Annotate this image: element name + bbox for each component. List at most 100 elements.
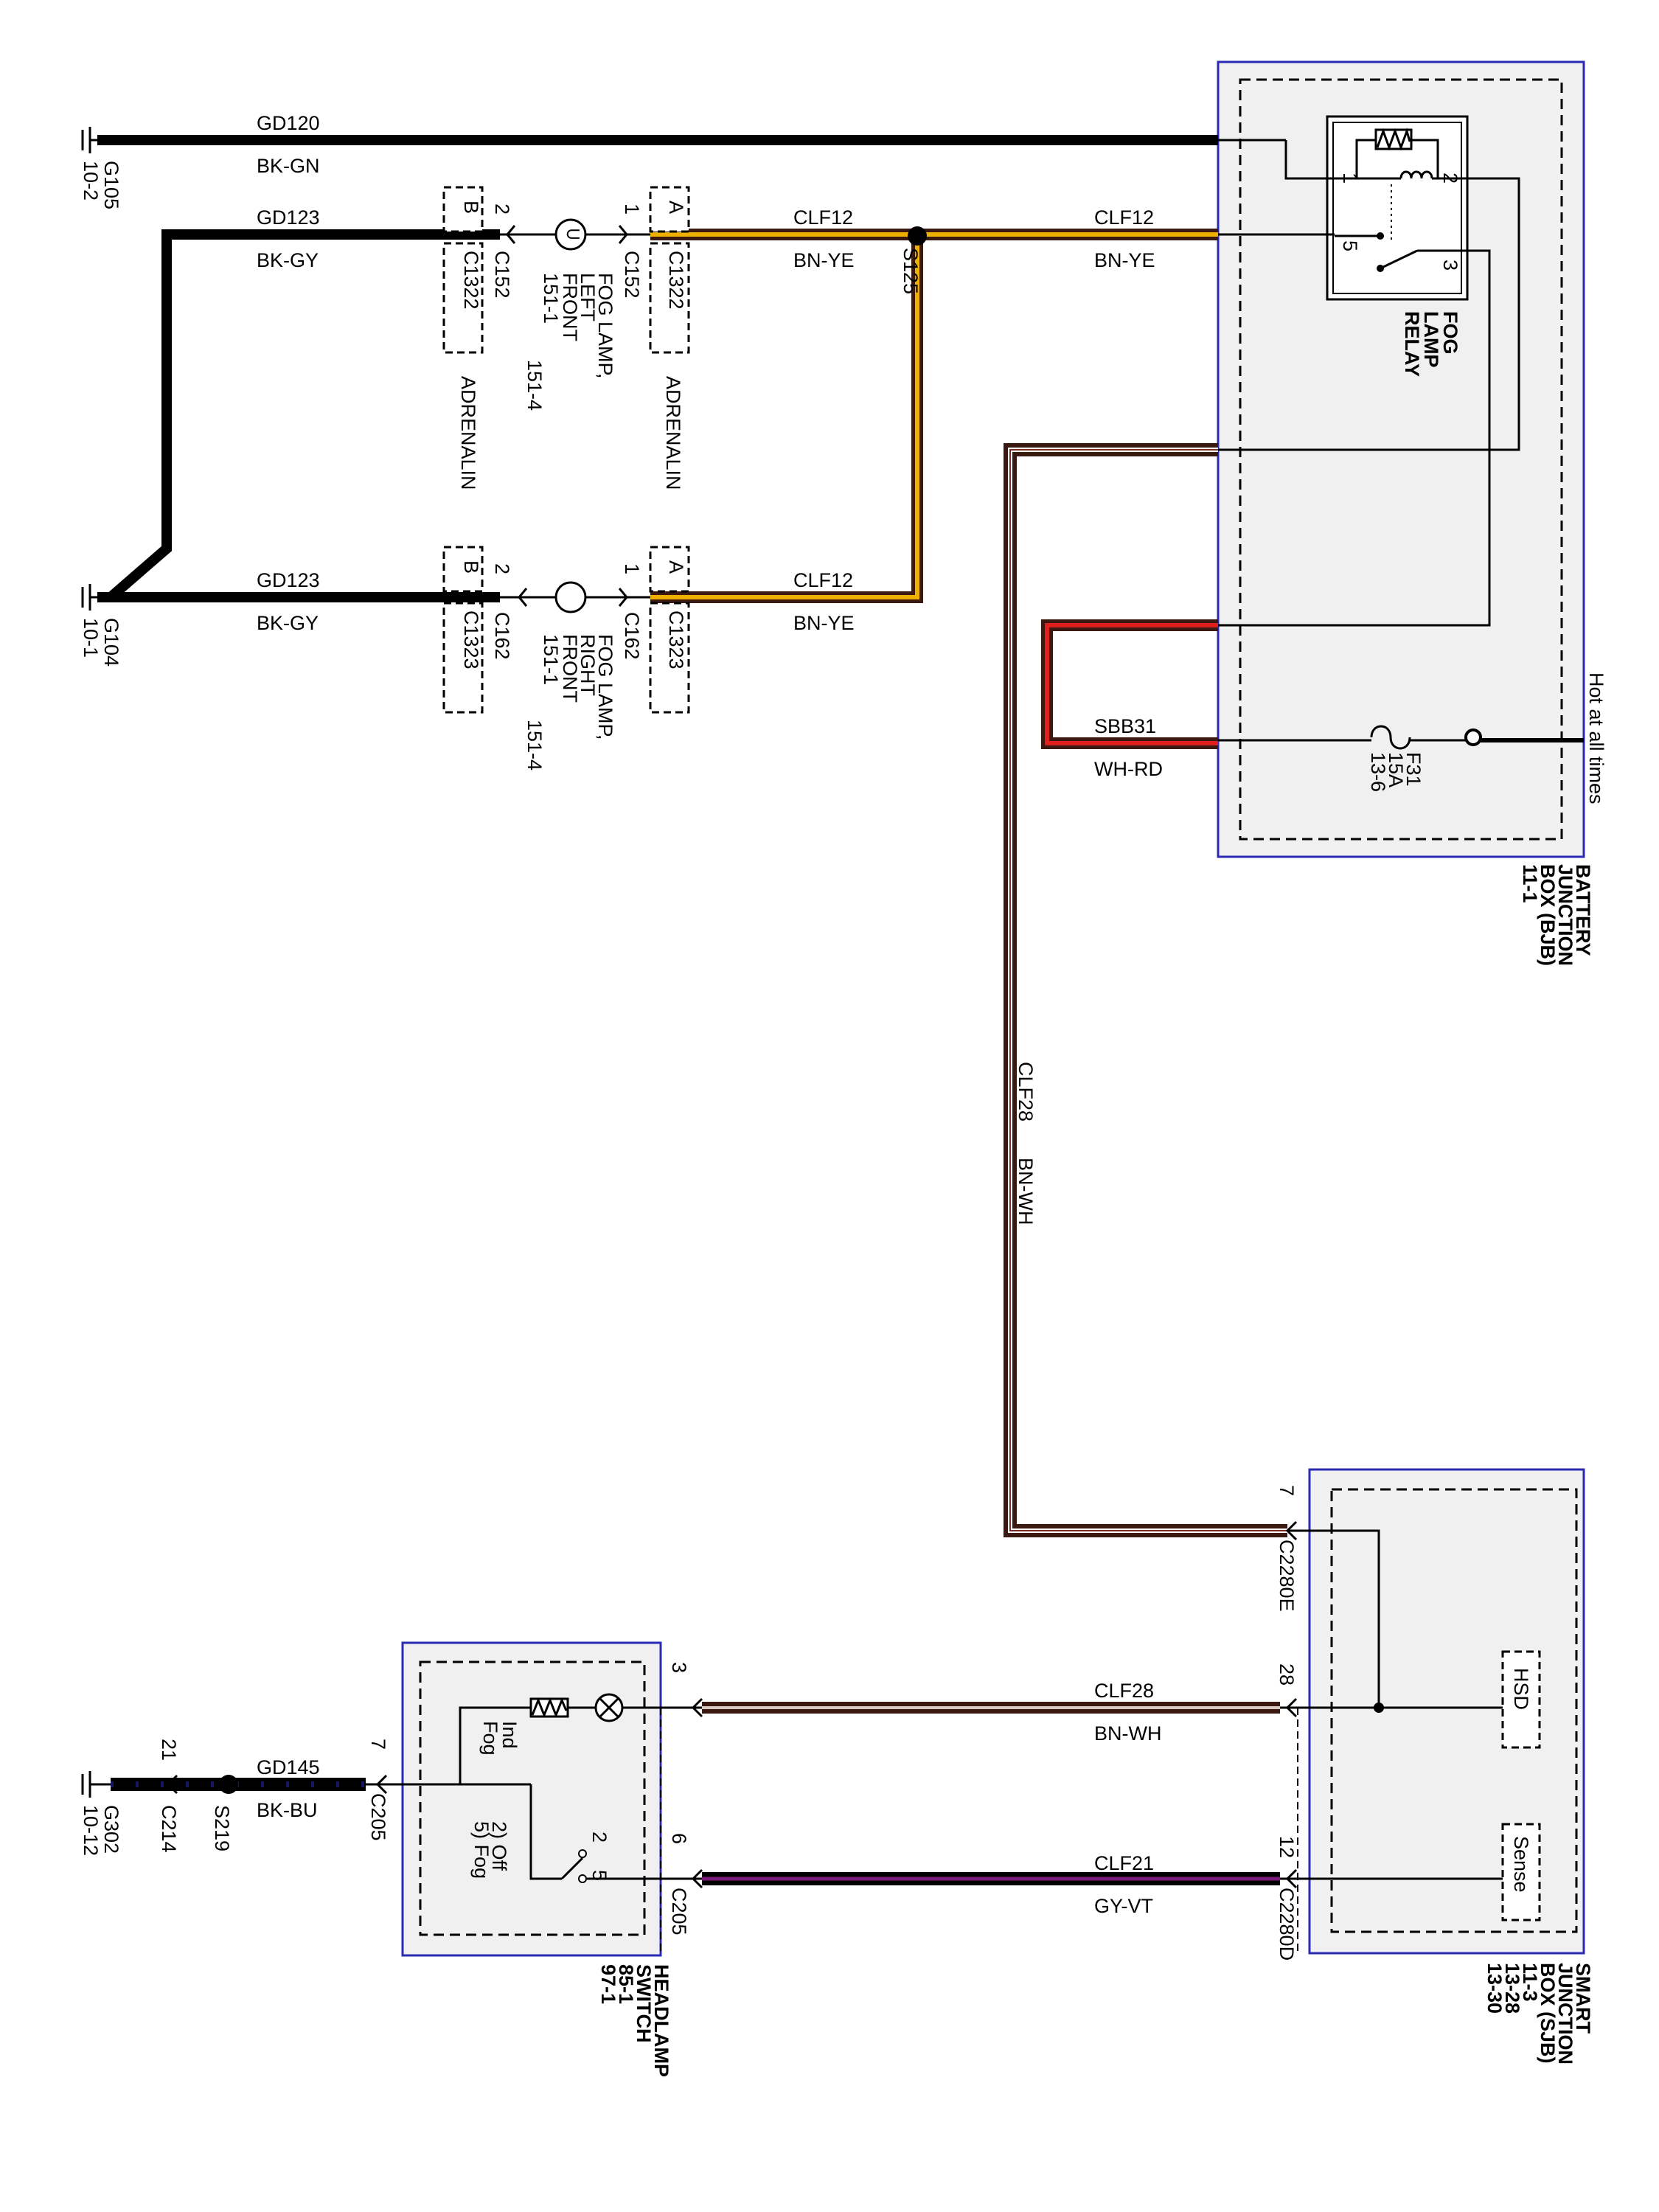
fog-right-conn-b: B bbox=[460, 560, 482, 574]
g104-id: G104 bbox=[100, 618, 122, 667]
wire-clf12-bottom-circuit: CLF12 bbox=[793, 569, 853, 591]
relay-name-1: FOG bbox=[1439, 311, 1461, 355]
c214-pin: 21 bbox=[158, 1739, 180, 1761]
hs-name-2: SWITCH bbox=[633, 1964, 655, 2042]
hs-sw-pin-5: 5 bbox=[588, 1870, 611, 1881]
fuse-ref: 13-6 bbox=[1367, 752, 1389, 792]
fog-left-name-2: LEFT bbox=[577, 273, 599, 321]
sjb-pin-7: 7 bbox=[1276, 1485, 1298, 1496]
fog-left-conn-right: C152 bbox=[621, 251, 643, 299]
fog-left-conn-left: C152 bbox=[491, 251, 513, 299]
g105-id: G105 bbox=[100, 161, 122, 209]
wire-clf21-circuit: CLF21 bbox=[1094, 1852, 1154, 1874]
ground-symbol-g302 bbox=[81, 1771, 111, 1798]
fuse-f31 bbox=[1370, 725, 1482, 750]
g104-ref: 10-1 bbox=[80, 618, 102, 658]
hs-ind-1: Ind bbox=[498, 1721, 521, 1749]
splice-s125 bbox=[908, 226, 927, 246]
relay-pin-1: 1 bbox=[1339, 173, 1361, 184]
wire-clf12-left-color: BN-YE bbox=[793, 249, 855, 271]
fog-left-name-3: FRONT bbox=[559, 273, 581, 341]
fog-right-pin-2: 2 bbox=[491, 563, 513, 574]
fog-right-conn-body-b: C1323 bbox=[460, 611, 482, 669]
wire-sbb31-color: WH-RD bbox=[1094, 758, 1163, 780]
fog-left-name-1: FOG LAMP, bbox=[594, 273, 616, 379]
sjb-conn-c2280d: C2280D bbox=[1276, 1888, 1298, 1961]
splice-s219-label: S219 bbox=[211, 1805, 233, 1851]
pin-arrows bbox=[166, 1520, 1298, 1889]
sjb-sense-label: Sense bbox=[1510, 1836, 1532, 1893]
splice-s125-label: S125 bbox=[900, 248, 922, 294]
smart-junction-box bbox=[1308, 1468, 1585, 1955]
headlamp-switch-internals bbox=[459, 1693, 1298, 1954]
fog-left-variant-a: ADRENALIN bbox=[662, 376, 684, 490]
fog-right-ref2: 151-4 bbox=[524, 720, 546, 771]
hot-at-all-times-label: Hot at all times bbox=[1585, 672, 1607, 804]
splice-s219 bbox=[219, 1775, 238, 1794]
hs-pin-7: 7 bbox=[367, 1739, 389, 1750]
wire-clf21-color: GY-VT bbox=[1094, 1895, 1153, 1917]
hs-ref-2: 97-1 bbox=[597, 1964, 619, 2004]
bjb-name-3: BOX (BJB) bbox=[1537, 864, 1559, 966]
wire-sbb31-circuit: SBB31 bbox=[1094, 715, 1156, 737]
fog-right-name-1: FOG LAMP, bbox=[594, 634, 616, 740]
c214-conn: C214 bbox=[158, 1805, 180, 1853]
fog-lamp-right bbox=[442, 546, 690, 714]
wire-gd123-top bbox=[107, 229, 500, 602]
bjb-ref: 11-1 bbox=[1519, 864, 1541, 903]
wire-gd123-bottom-color: BK-GY bbox=[257, 612, 319, 634]
wire-relay-3-to-clf28 bbox=[1218, 177, 1520, 627]
sjb-internal-wiring bbox=[1280, 1529, 1541, 1921]
ground-symbol-g105 bbox=[81, 127, 97, 153]
wire-gd123-top-circuit: GD123 bbox=[257, 206, 320, 229]
hs-pos-fog: 5) Fog bbox=[470, 1821, 493, 1879]
fog-left-conn-a: A bbox=[665, 201, 687, 214]
sjb-name-2: JUNCTION bbox=[1554, 1963, 1576, 2065]
fog-left-ref2: 151-4 bbox=[524, 360, 546, 411]
fog-left-pin-2: 2 bbox=[491, 204, 513, 215]
fog-left-pin-1: 1 bbox=[621, 204, 643, 215]
fog-left-ref1: 151-1 bbox=[540, 273, 562, 324]
wire-clf28-vertical-color: BN-WH bbox=[1015, 1158, 1037, 1225]
fog-right-name-2: RIGHT bbox=[577, 634, 599, 696]
relay-name-3: RELAY bbox=[1401, 311, 1423, 377]
svg-text:⊂: ⊂ bbox=[565, 223, 582, 245]
fuse-id: F31 bbox=[1402, 752, 1425, 787]
wire-gd120-circuit: GD120 bbox=[257, 112, 320, 134]
hs-conn-out: C205 bbox=[668, 1888, 690, 1935]
hs-pin-3: 3 bbox=[668, 1662, 690, 1673]
sjb-hsd-label: HSD bbox=[1510, 1668, 1532, 1710]
sjb-ref-1: 11-3 bbox=[1519, 1963, 1541, 2002]
g302-ref: 10-12 bbox=[80, 1805, 102, 1856]
wire-clf12-vertical bbox=[650, 234, 923, 603]
hs-ind-2: Fog bbox=[479, 1721, 501, 1756]
wire-gd145-circuit: GD145 bbox=[257, 1756, 320, 1778]
hs-sw-pin-2: 2 bbox=[588, 1832, 611, 1843]
fog-right-ref1: 151-1 bbox=[540, 634, 562, 685]
wire-gd120-color: BK-GN bbox=[257, 155, 320, 177]
sjb-conn-c2280e: C2280E bbox=[1276, 1540, 1298, 1612]
wire-clf28-lower-color: BN-WH bbox=[1094, 1722, 1161, 1745]
fog-lamp-left: ⊂ bbox=[442, 186, 690, 354]
sjb-name-1: SMART bbox=[1572, 1963, 1594, 2034]
hs-pos-off: 2) Off bbox=[488, 1821, 510, 1871]
relay-name-2: LAMP bbox=[1420, 311, 1442, 368]
sjb-pin-12: 12 bbox=[1276, 1836, 1298, 1858]
wire-clf28-vertical bbox=[1004, 443, 1287, 1537]
wire-gd145-color: BK-BU bbox=[257, 1799, 318, 1821]
fog-right-conn-right: C162 bbox=[621, 612, 643, 660]
fog-right-pin-1: 1 bbox=[621, 563, 643, 574]
wire-clf12-bottom-color: BN-YE bbox=[793, 612, 855, 634]
sjb-ref-3: 13-30 bbox=[1484, 1963, 1506, 2014]
fog-left-conn-b: B bbox=[460, 201, 482, 214]
fog-right-conn-a: A bbox=[665, 560, 687, 574]
g105-ref: 10-2 bbox=[80, 161, 102, 201]
relay-pin-5: 5 bbox=[1339, 240, 1361, 251]
hs-ref-1: 85-1 bbox=[615, 1964, 637, 2004]
fog-left-conn-body-b: C1322 bbox=[460, 251, 482, 310]
fuse-amps: 15A bbox=[1385, 752, 1407, 787]
wire-clf28-vertical-circuit: CLF28 bbox=[1015, 1062, 1037, 1121]
wire-sbb31 bbox=[1041, 619, 1584, 749]
wire-clf28-lower-circuit: CLF28 bbox=[1094, 1680, 1154, 1702]
